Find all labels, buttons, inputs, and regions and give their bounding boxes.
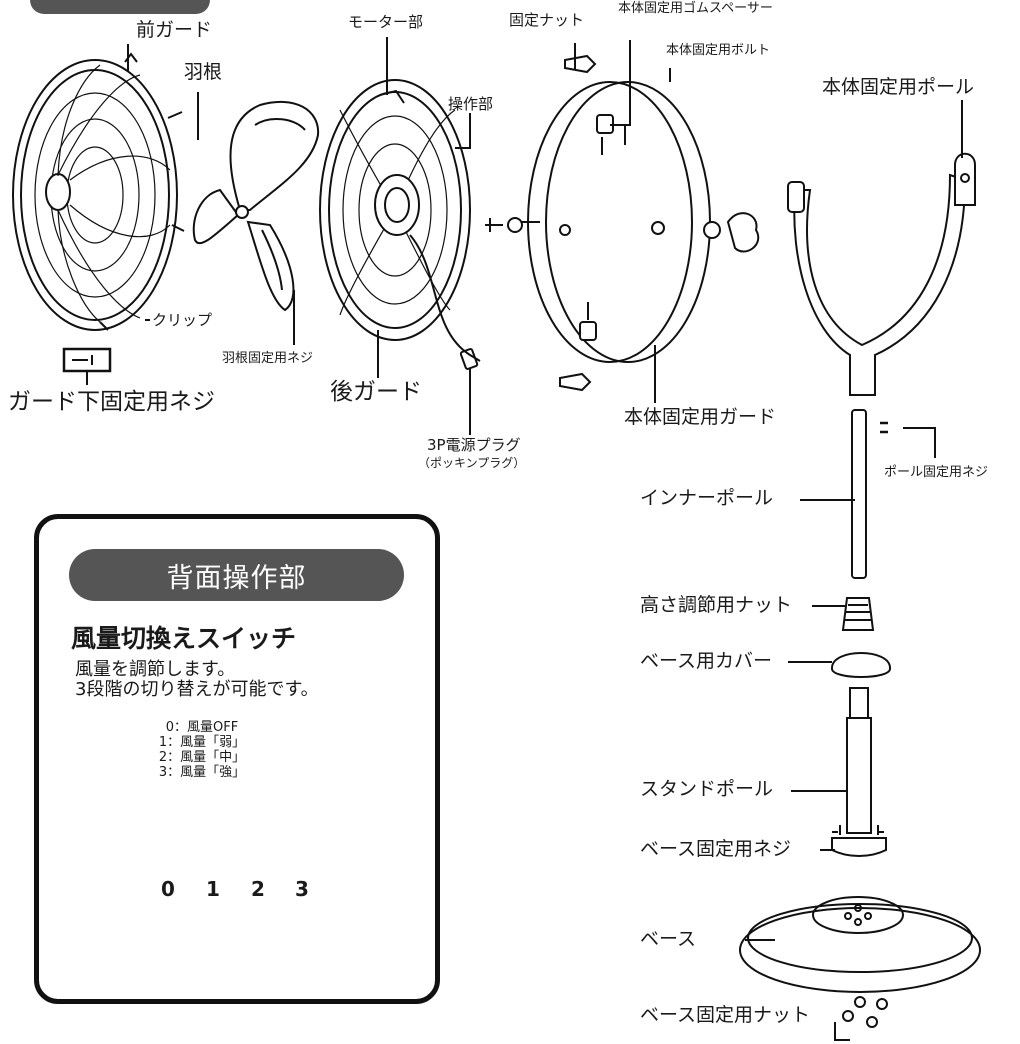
stand-pole-drawing [831, 687, 887, 857]
rear-guard-drawing [319, 79, 481, 370]
inner-pole-drawing [851, 409, 867, 579]
setting-1: 1：風量「弱」 [158, 735, 246, 750]
label-plug-note: （ポッキンプラグ） [418, 456, 526, 470]
base-cover-drawing [831, 652, 891, 678]
height-nut-drawing [841, 597, 875, 631]
blade-drawing [192, 100, 320, 312]
label-plug: 3P電源プラグ [427, 436, 521, 454]
label-body-pole: 本体固定用ポール [822, 76, 975, 98]
panel-desc-line-2: 3段階の切り替えが可能です。 [75, 679, 319, 700]
label-body-bolt: 本体固定用ボルト [666, 43, 771, 58]
front-guard-drawing [12, 52, 185, 331]
knob-label-3: 3 [295, 877, 309, 901]
header-tab [30, 0, 210, 14]
knob-label-2: 2 [251, 877, 265, 901]
label-body-guard: 本体固定用ガード [624, 406, 777, 428]
speed-settings: 0：風量OFF 1：風量「弱」 2：風量「中」 3：風量「強」 [39, 720, 435, 780]
setting-3: 3：風量「強」 [158, 765, 246, 780]
base-nut-drawing [842, 996, 888, 1028]
body-guard-drawing [485, 54, 760, 392]
knob-label-0: 0 [161, 877, 175, 901]
panel-description: 風量を調節します。 3段階の切り替えが可能です。 [75, 660, 319, 700]
label-pole-screw: ポール固定用ネジ [884, 465, 989, 480]
label-base: ベース [640, 928, 697, 950]
panel-heading: 風量切換えスイッチ [71, 624, 297, 653]
panel-desc-line-1: 風量を調節します。 [75, 659, 236, 680]
label-base-screw: ベース固定用ネジ [640, 838, 792, 860]
label-fixing-nut: 固定ナット [509, 11, 585, 29]
body-pole-drawing [787, 152, 976, 396]
base-drawing [739, 896, 981, 993]
setting-2: 2：風量「中」 [158, 750, 246, 765]
label-base-nut: ベース固定用ナット [640, 1004, 811, 1026]
label-rear-guard: 後ガード [330, 379, 422, 405]
label-stand-pole: スタンドポール [640, 778, 774, 800]
label-base-cover: ベース用カバー [640, 650, 773, 672]
label-clip: クリップ [152, 311, 213, 329]
label-control: 操作部 [448, 95, 494, 113]
label-motor: モーター部 [348, 13, 424, 31]
rear-control-panel: 背面操作部 風量切換えスイッチ 風量を調節します。 3段階の切り替えが可能です。… [34, 514, 440, 1004]
label-front-guard: 前ガード [136, 19, 213, 41]
label-height-nut: 高さ調節用ナット [640, 594, 793, 616]
setting-0: 0：風量OFF [165, 720, 239, 735]
knob-label-1: 1 [206, 877, 220, 901]
label-blade: 羽根 [184, 61, 223, 83]
label-inner-pole: インナーポール [640, 487, 774, 509]
label-rubber-spacer: 本体固定用ゴムスペーサー [618, 1, 773, 16]
panel-title: 背面操作部 [69, 549, 404, 601]
label-blade-screw: 羽根固定用ネジ [222, 351, 314, 366]
label-guard-screw: ガード下固定用ネジ [8, 389, 215, 415]
